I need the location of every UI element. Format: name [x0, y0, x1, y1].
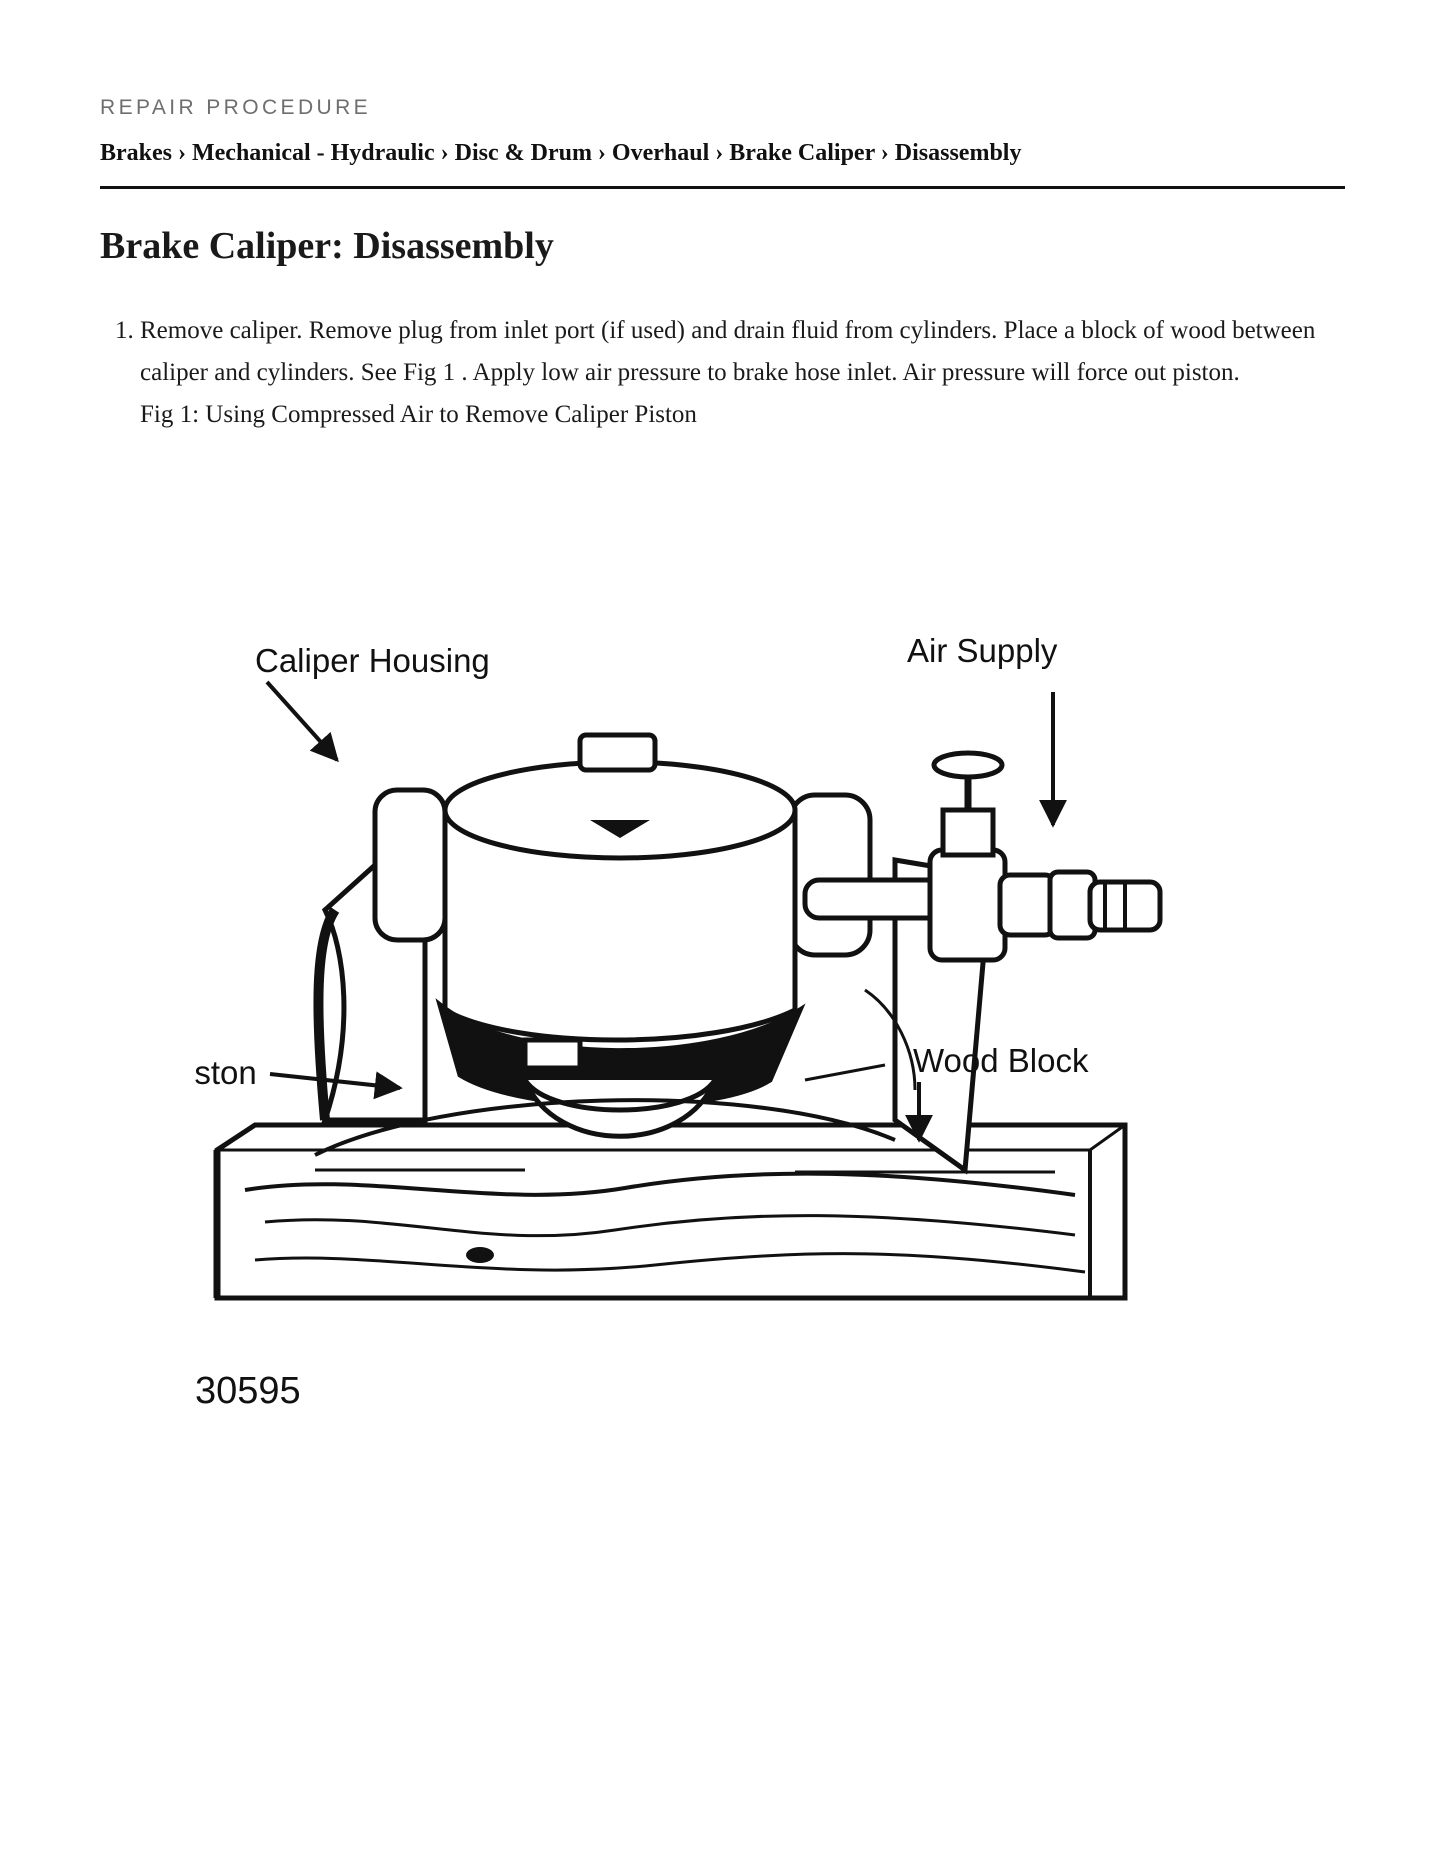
section-kicker: REPAIR PROCEDURE: [100, 96, 372, 119]
procedure-step: Remove caliper. Remove plug from inlet p…: [140, 310, 1345, 436]
label-air-supply: Air Supply: [907, 632, 1058, 669]
label-caliper-housing: Caliper Housing: [255, 642, 490, 679]
step-text: Remove caliper. Remove plug from inlet p…: [140, 317, 1316, 386]
air-supply-valve-drawing: [802, 750, 1163, 963]
page-title: Brake Caliper: Disassembly: [100, 225, 554, 267]
header-divider: [100, 186, 1345, 189]
label-wood-block: Wood Block: [913, 1042, 1089, 1079]
figure-number: 30595: [195, 1370, 301, 1412]
callout-arrows: [265, 680, 1067, 1143]
caliper-figure: Caliper Housing Air Supply Piston Wood B…: [195, 610, 1295, 1440]
wood-block-drawing: [213, 1122, 1128, 1301]
caliper-illustration: Caliper Housing Air Supply Piston Wood B…: [195, 632, 1163, 1301]
figure-caption: Fig 1: Using Compressed Air to Remove Ca…: [140, 401, 697, 428]
label-piston: Piston: [195, 1054, 257, 1091]
procedure-steps: Remove caliper. Remove plug from inlet p…: [100, 310, 1345, 436]
breadcrumb: Brakes › Mechanical - Hydraulic › Disc &…: [100, 140, 1022, 166]
caliper-housing-drawing: [313, 732, 988, 1175]
